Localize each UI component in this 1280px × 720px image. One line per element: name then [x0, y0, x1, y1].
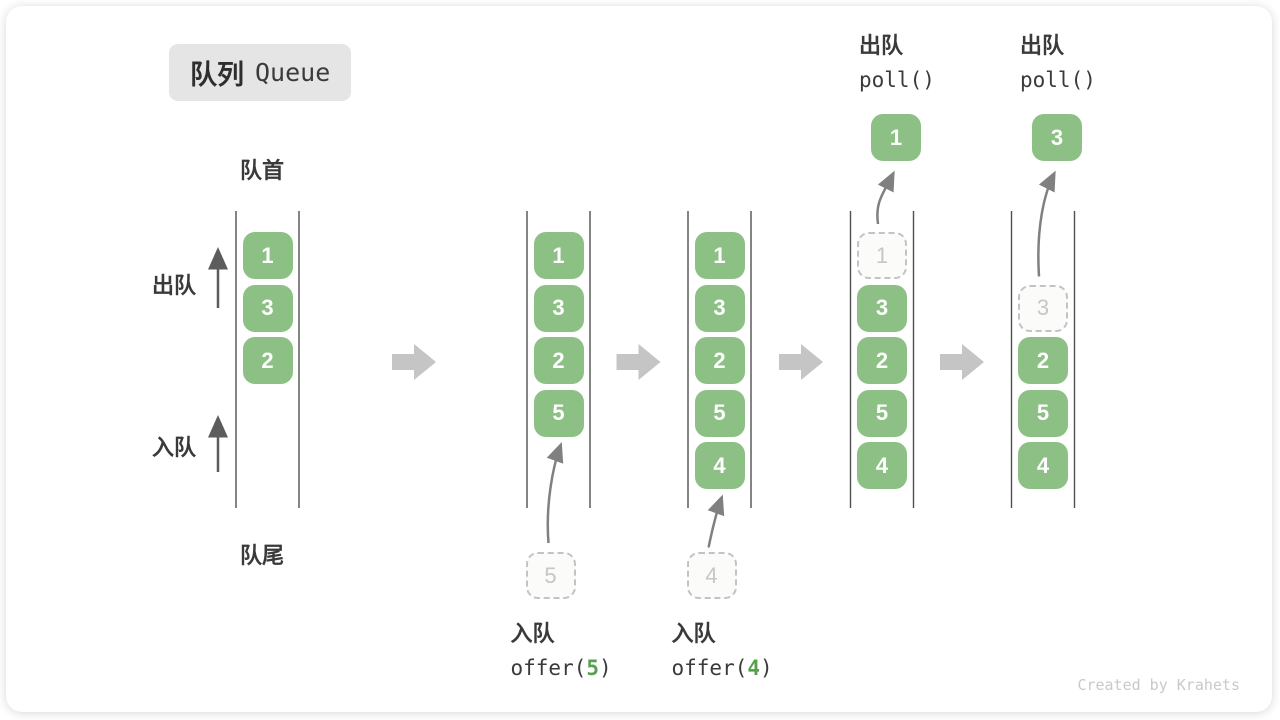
queue-box: 4	[694, 442, 745, 489]
title-zh: 队列	[190, 60, 244, 90]
title-en: Queue	[255, 58, 331, 87]
queue-rear-label: 队尾	[240, 543, 285, 568]
queue-box: 2	[694, 337, 745, 384]
queue-box: 3	[857, 284, 907, 332]
queue-box: 1	[242, 232, 293, 279]
dequeue-op-code: poll()	[1020, 68, 1096, 92]
queue-box: 1	[533, 232, 584, 279]
enqueue-side-label: 入队	[152, 435, 197, 460]
queue-box: 4	[857, 442, 907, 489]
dequeue-side-label: 出队	[152, 273, 197, 298]
popped-box: 1	[871, 114, 921, 161]
dequeue-op-code: poll()	[859, 68, 935, 92]
queue-box: 5	[1018, 389, 1068, 437]
queue-box: 5	[857, 389, 907, 437]
incoming-box: 4	[686, 552, 737, 599]
enqueue-op-label: 入队	[510, 621, 555, 646]
watermark: Created by Krahets	[1077, 676, 1240, 694]
enqueue-op-code: offer(5)	[510, 656, 612, 680]
queue-box: 3	[694, 284, 745, 332]
queue-box: 2	[242, 337, 293, 384]
queue-box: 2	[533, 337, 584, 384]
dequeue-operation: 出队 poll()	[1020, 28, 1096, 92]
title-badge: 队列 Queue	[169, 44, 352, 101]
queue-box-removed: 3	[1018, 284, 1068, 332]
popped-box: 3	[1032, 114, 1082, 161]
queue-box-removed: 1	[857, 232, 907, 279]
enqueue-op-code: offer(4)	[671, 656, 773, 680]
queue-front-label: 队首	[240, 158, 285, 183]
dequeue-operation: 出队 poll()	[859, 28, 935, 92]
diagram-card	[6, 6, 1272, 712]
dequeue-op-label: 出队	[1020, 33, 1065, 58]
incoming-box: 5	[525, 552, 576, 599]
queue-box: 4	[1018, 442, 1068, 489]
queue-box: 2	[857, 337, 907, 384]
queue-box: 3	[533, 284, 584, 332]
queue-box: 5	[533, 389, 584, 437]
enqueue-operation: 入队 offer(5)	[511, 616, 612, 680]
queue-box: 5	[694, 389, 745, 437]
queue-box: 2	[1018, 337, 1068, 384]
dequeue-op-label: 出队	[859, 33, 904, 58]
queue-box: 3	[242, 284, 293, 332]
enqueue-op-label: 入队	[671, 621, 716, 646]
queue-box: 1	[694, 232, 745, 279]
enqueue-operation: 入队 offer(4)	[672, 616, 773, 680]
